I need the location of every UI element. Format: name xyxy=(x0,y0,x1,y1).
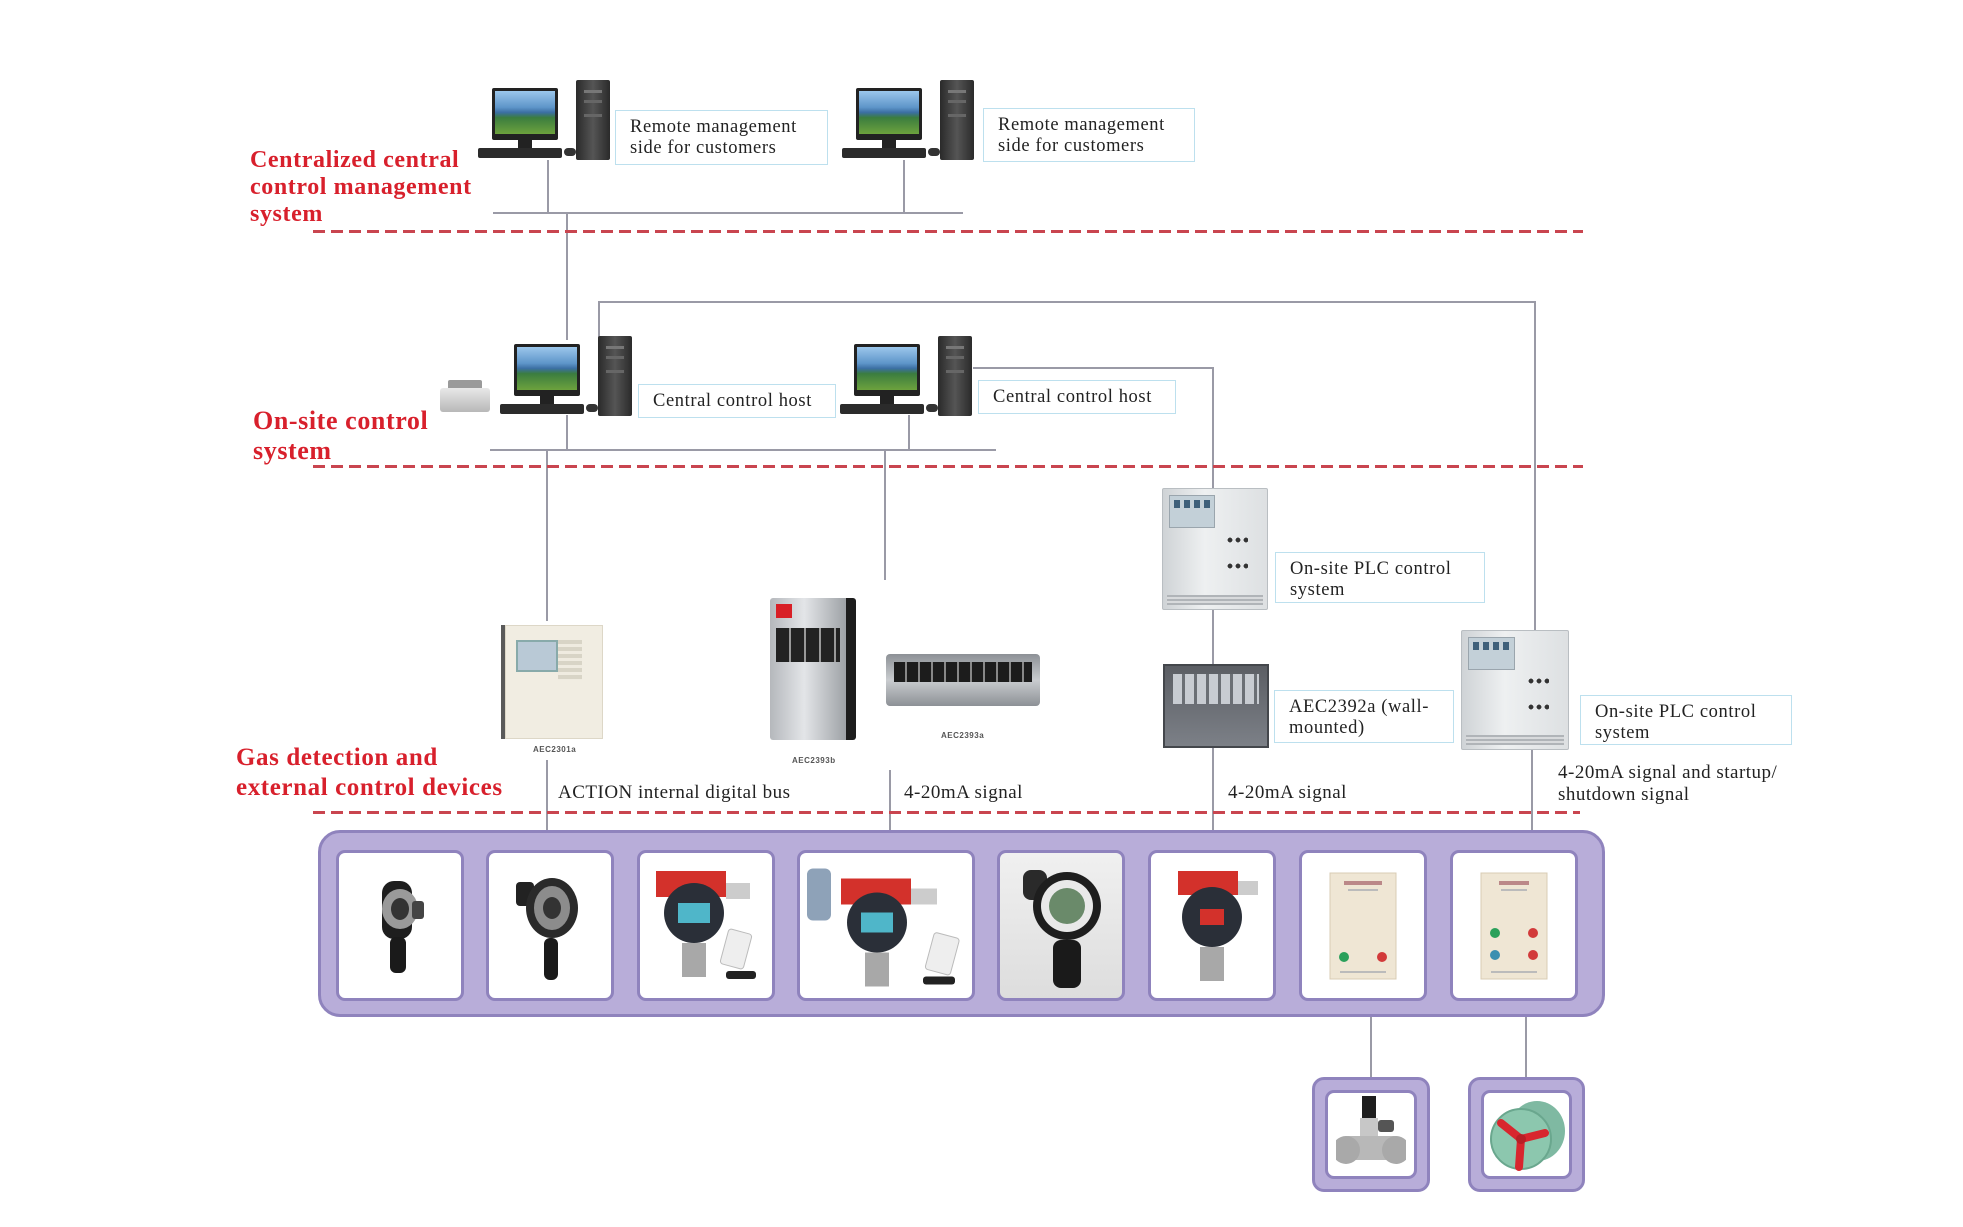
field-device-card xyxy=(1299,850,1427,1001)
control-box-icon xyxy=(1480,872,1548,979)
field-device-card xyxy=(797,850,975,1001)
section-title-gas: Gas detection and external control devic… xyxy=(236,744,503,801)
field-device-card xyxy=(637,850,775,1001)
controller-model-aec2393a: AEC2393a xyxy=(941,731,985,740)
wall-controller-icon xyxy=(505,625,603,739)
controller-model-aec2301a: AEC2301a xyxy=(533,745,577,754)
aec2301a-link xyxy=(546,449,548,621)
fan-drop xyxy=(1525,1015,1527,1079)
rack-controller-icon xyxy=(886,654,1040,706)
infrared-detector-icon xyxy=(382,880,424,973)
field-device-card xyxy=(336,850,464,1001)
aec2392a-label: AEC2392a (wall- mounted) xyxy=(1274,690,1454,743)
actuator-valve xyxy=(1312,1077,1430,1192)
analog-bus-drop xyxy=(889,770,891,832)
plc-cabinet-icon xyxy=(1461,630,1569,750)
signal-analog-2-label: 4-20mA signal xyxy=(1228,782,1347,803)
explosion-proof-detector-icon xyxy=(1023,869,1101,988)
field-device-card xyxy=(997,850,1125,1001)
plc-1-label: On-site PLC control system xyxy=(1275,552,1485,603)
separator-gas xyxy=(313,811,1580,814)
infrared-detector-icon xyxy=(516,877,578,980)
remote-2-drop xyxy=(903,160,905,212)
remote-station-1-label: Remote management side for customers xyxy=(615,110,828,165)
desktop-computer-icon xyxy=(840,336,972,418)
field-device-card xyxy=(1450,850,1578,1001)
solenoid-valve-icon xyxy=(1336,1095,1406,1164)
desktop-computer-icon xyxy=(500,336,632,418)
plc1-link-horizontal xyxy=(973,367,1214,369)
desktop-computer-icon xyxy=(478,80,610,162)
field-device-card xyxy=(1148,850,1276,1001)
plc-cabinet-icon xyxy=(1162,488,1268,610)
central-host-2-label: Central control host xyxy=(978,380,1176,414)
field-device-card xyxy=(486,850,614,1001)
section-title-centralized: Centralized central control management s… xyxy=(250,147,472,227)
aec2392a-to-devices-line xyxy=(1212,745,1214,832)
valve-drop xyxy=(1370,1015,1372,1079)
central-host-1-label: Central control host xyxy=(638,384,836,418)
plc2-link-host-drop xyxy=(598,301,600,339)
actuator-fan xyxy=(1468,1077,1585,1192)
controller-model-aec2393b: AEC2393b xyxy=(792,756,836,765)
plc2-link-horizontal xyxy=(598,301,1535,303)
separator-centralized xyxy=(313,230,1583,233)
separator-onsite xyxy=(313,465,1583,468)
remote-bus-line xyxy=(493,212,963,214)
plc2-to-devices-line xyxy=(1531,748,1533,832)
exhaust-fan-icon xyxy=(1489,1100,1565,1171)
host2-drop xyxy=(908,415,910,449)
panel-controller-icon xyxy=(770,598,856,740)
remote-station-2-label: Remote management side for customers xyxy=(983,108,1195,162)
wall-mounted-controller-icon xyxy=(1163,664,1269,748)
desktop-computer-icon xyxy=(842,80,974,162)
signal-analog-1-label: 4-20mA signal xyxy=(904,782,1023,803)
gas-detector-red-icon xyxy=(656,870,756,979)
aec2393-link xyxy=(884,449,886,580)
trunk-line xyxy=(566,212,568,340)
remote-1-drop xyxy=(547,160,549,212)
digital-bus-drop xyxy=(546,760,548,832)
gas-detector-red-with-remote-icon xyxy=(807,868,960,986)
signal-digital-bus-label: ACTION internal digital bus xyxy=(558,782,791,803)
plc-2-label: On-site PLC control system xyxy=(1580,695,1792,745)
onsite-bus-line xyxy=(490,449,996,451)
section-title-onsite: On-site control system xyxy=(253,406,429,465)
control-box-icon xyxy=(1329,872,1397,979)
plc1-to-aec2392a-line xyxy=(1212,610,1214,664)
plc1-link-vertical xyxy=(1212,367,1214,489)
gas-detector-red-icon xyxy=(1178,870,1258,981)
host1-drop xyxy=(566,415,568,449)
signal-startup-shutdown-label: 4-20mA signal and startup/ shutdown sign… xyxy=(1558,762,1778,805)
printer-icon xyxy=(440,378,490,414)
